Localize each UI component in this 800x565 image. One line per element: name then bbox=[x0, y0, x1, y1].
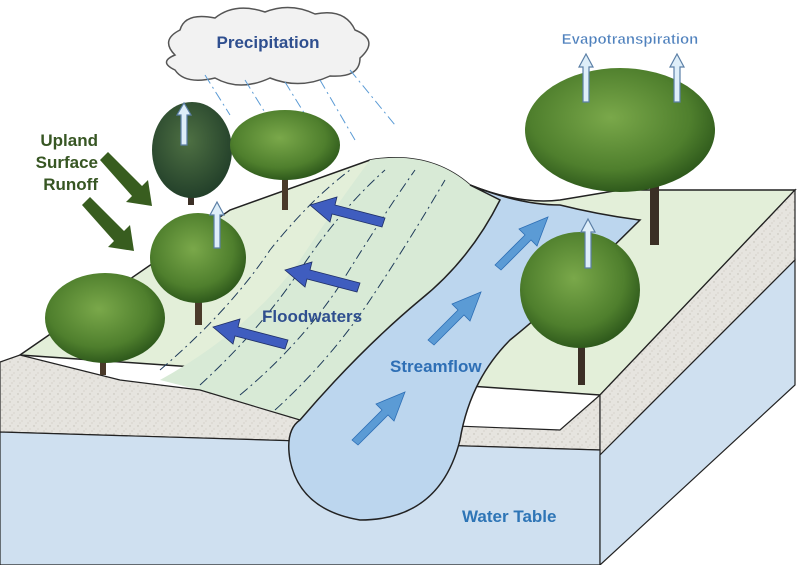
streamflow-label: Streamflow bbox=[390, 357, 482, 376]
tree-icon bbox=[45, 273, 165, 375]
floodplain bbox=[160, 157, 510, 420]
arrow-up-icon bbox=[579, 217, 597, 269]
arrow-up-icon bbox=[175, 101, 193, 146]
upland-runoff-label-line3: Runoff bbox=[43, 175, 98, 194]
arrow-up-icon bbox=[577, 52, 595, 103]
upland-runoff-label-line2: Surface bbox=[36, 153, 98, 172]
precipitation-label: Precipitation bbox=[217, 33, 320, 52]
evapotranspiration-label: Evapotranspiration bbox=[562, 31, 699, 48]
tree-icon bbox=[525, 68, 715, 245]
arrow-up-icon bbox=[208, 200, 226, 249]
arrow-up-icon bbox=[668, 52, 686, 103]
arrow-icon bbox=[82, 152, 152, 251]
cloud-icon bbox=[165, 6, 370, 86]
water-table-layer-side bbox=[599, 258, 796, 565]
upland-runoff-label-line1: Upland bbox=[40, 131, 98, 150]
floodwaters-label: Floodwaters bbox=[262, 307, 362, 326]
tree-icon bbox=[230, 110, 340, 210]
arrow-icon bbox=[351, 216, 549, 446]
tree-icon bbox=[150, 213, 246, 325]
tree-icon bbox=[520, 232, 640, 385]
water-table-label: Water Table bbox=[462, 507, 556, 526]
tree-icon bbox=[152, 102, 232, 205]
arrow-icon bbox=[212, 196, 386, 350]
